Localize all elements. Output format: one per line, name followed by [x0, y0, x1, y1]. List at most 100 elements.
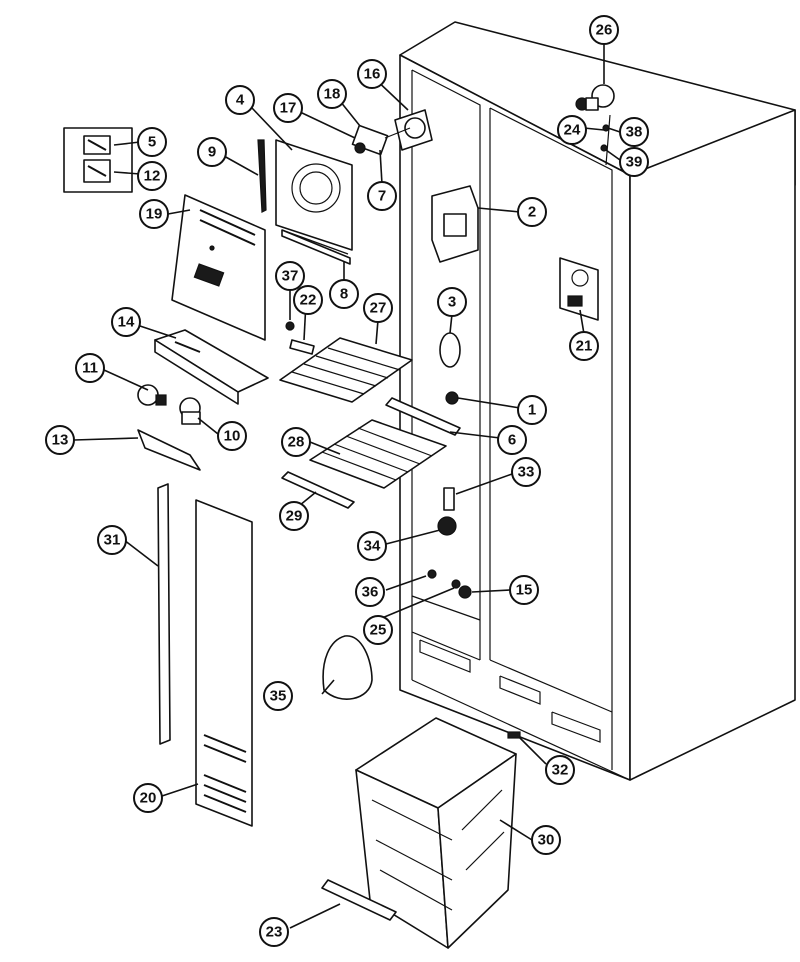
callout-37-label: 37: [282, 268, 299, 285]
callout-39: 39: [619, 147, 649, 177]
callout-30: 30: [531, 825, 561, 855]
callout-34: 34: [357, 531, 387, 561]
callout-16: 16: [357, 59, 387, 89]
part-29-strip: [281, 471, 355, 509]
callout-22: 22: [293, 285, 323, 315]
callout-26-label: 26: [596, 22, 613, 39]
callout-12: 12: [137, 161, 167, 191]
part-2-bracket: [431, 185, 479, 263]
callout-36: 36: [355, 577, 385, 607]
callout-25-label: 25: [370, 622, 387, 639]
part-1-knob: [445, 391, 459, 405]
callout-25: 25: [363, 615, 393, 645]
part-6-strip: [385, 397, 461, 436]
part-10-socket: [179, 397, 201, 425]
callout-31: 31: [97, 525, 127, 555]
part-13-lens: [137, 429, 201, 471]
callout-29: 29: [279, 501, 309, 531]
callout-18-label: 18: [324, 86, 341, 103]
callout-39-label: 39: [626, 154, 643, 171]
callout-3: 3: [437, 287, 467, 317]
callout-23: 23: [259, 917, 289, 947]
part-9-tube: [257, 139, 267, 213]
callout-5-label: 5: [148, 134, 156, 151]
part-19-evaporator-cover: [171, 194, 266, 341]
callout-4: 4: [225, 85, 255, 115]
callout-27-label: 27: [370, 300, 387, 317]
callout-38-label: 38: [626, 124, 643, 141]
part-15-bushing: [458, 585, 472, 599]
callout-4-label: 4: [236, 92, 245, 109]
part-11-bulb: [137, 384, 167, 406]
part-14-light-housing: [154, 329, 269, 405]
callout-38: 38: [619, 117, 649, 147]
callout-30-label: 30: [538, 832, 555, 849]
part-22-37-brackets: [285, 321, 315, 355]
callout-12-label: 12: [144, 168, 161, 185]
callout-1-label: 1: [528, 402, 536, 419]
callout-14: 14: [111, 307, 141, 337]
callout-2-label: 2: [528, 204, 536, 221]
callout-14-label: 14: [118, 314, 135, 331]
callout-13-label: 13: [52, 432, 69, 449]
part-31-rail: [157, 483, 171, 745]
callout-3-label: 3: [448, 294, 456, 311]
part-21-control: [559, 257, 599, 321]
callout-33: 33: [511, 457, 541, 487]
part-5-12-inset: [63, 127, 133, 193]
callout-9: 9: [197, 137, 227, 167]
callout-33-label: 33: [518, 464, 535, 481]
callout-35-label: 35: [270, 688, 287, 705]
callout-32: 32: [545, 755, 575, 785]
callout-6: 6: [497, 425, 527, 455]
callout-20: 20: [133, 783, 163, 813]
callout-28-label: 28: [288, 434, 305, 451]
callout-26: 26: [589, 15, 619, 45]
callout-37: 37: [275, 261, 305, 291]
callout-36-label: 36: [362, 584, 379, 601]
part-25-washer: [451, 579, 461, 589]
callout-24: 24: [557, 115, 587, 145]
callout-34-label: 34: [364, 538, 381, 555]
callout-28: 28: [281, 427, 311, 457]
part-24-38-39-fittings: [600, 114, 611, 166]
callout-19: 19: [139, 199, 169, 229]
part-23-strip: [321, 879, 397, 921]
callout-1: 1: [517, 395, 547, 425]
callout-7: 7: [367, 181, 397, 211]
callout-22-label: 22: [300, 292, 317, 309]
part-34-cap: [437, 516, 457, 536]
callout-2: 2: [517, 197, 547, 227]
callout-9-label: 9: [208, 144, 216, 161]
callout-32-label: 32: [552, 762, 569, 779]
part-33-pin: [443, 487, 455, 511]
callout-13: 13: [45, 425, 75, 455]
part-32-clip: [507, 731, 521, 739]
callout-18: 18: [317, 79, 347, 109]
part-28-wire-shelf: [309, 419, 447, 489]
callout-29-label: 29: [286, 508, 303, 525]
part-4-fan-housing: [275, 139, 353, 255]
callout-31-label: 31: [104, 532, 121, 549]
refrigerator-cabinet: [399, 21, 796, 781]
callout-11-label: 11: [82, 360, 98, 377]
callout-17-label: 17: [280, 100, 297, 117]
part-20-panel: [195, 499, 253, 827]
callout-11: 11: [75, 353, 105, 383]
callout-10-label: 10: [224, 428, 241, 445]
callout-20-label: 20: [140, 790, 157, 807]
part-36-screw: [427, 569, 437, 579]
callout-15-label: 15: [516, 582, 533, 599]
callout-16-label: 16: [364, 66, 381, 83]
part-3-switch: [439, 332, 461, 368]
part-35-cover: [322, 635, 373, 700]
callout-17: 17: [273, 93, 303, 123]
callout-21: 21: [569, 331, 599, 361]
callout-23-label: 23: [266, 924, 283, 941]
callout-27: 27: [363, 293, 393, 323]
callout-21-label: 21: [576, 338, 593, 355]
callout-15: 15: [509, 575, 539, 605]
part-8-strip: [281, 229, 351, 265]
callout-19-label: 19: [146, 206, 163, 223]
callout-8-label: 8: [340, 286, 348, 303]
